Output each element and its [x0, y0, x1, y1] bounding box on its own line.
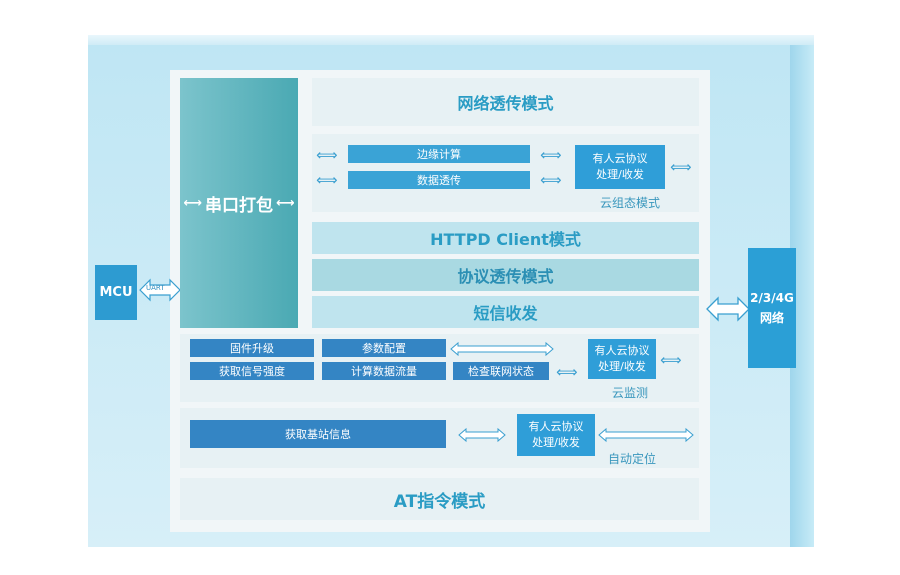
cloud-box-line2: 处理/收发 [598, 360, 646, 373]
check-network-box: 检查联网状态 [453, 362, 549, 380]
double-arrow-icon: ⟺ [540, 171, 562, 189]
network-label-line1: 2/3/4G [750, 291, 794, 305]
cloud-box-line1: 有人云协议 [594, 344, 650, 357]
long-double-arrow-location [598, 427, 694, 443]
double-arrow-station [458, 427, 506, 443]
serial-packing-label: 串口打包 [205, 195, 273, 216]
get-station-box: 获取基站信息 [190, 420, 446, 448]
mcu-label: MCU [99, 285, 133, 300]
auto-location-caption: 自动定位 [608, 452, 657, 466]
network-passthrough-mode: 网络透传模式 [312, 78, 699, 126]
sms-label: 短信收发 [473, 304, 538, 323]
uart-label: UART [146, 284, 165, 292]
network-block: 2/3/4G 网络 [748, 248, 796, 368]
edge-compute-box: 边缘计算 [348, 145, 530, 163]
cloud-monitor-caption: 云监测 [612, 386, 649, 400]
network-passthrough-label: 网络透传模式 [457, 94, 554, 113]
double-arrow-icon: ⟺ [670, 158, 692, 176]
cloud-box-line1: 有人云协议 [592, 152, 648, 165]
cloud-box-line2: 处理/收发 [532, 436, 580, 449]
double-arrow-icon: ⟺ [556, 363, 578, 381]
data-passthrough-label: 数据透传 [417, 174, 461, 187]
cloud-box-line1: 有人云协议 [528, 420, 584, 433]
protocol-passthrough-label: 协议透传模式 [457, 267, 554, 286]
httpd-client-label: HTTPD Client模式 [430, 230, 581, 249]
firmware-upgrade-box: 固件升级 [190, 339, 314, 357]
cloud-protocol-box-monitor: 有人云协议 处理/收发 [588, 339, 656, 379]
calc-traffic-label: 计算数据流量 [351, 365, 417, 378]
sms-mode: 短信收发 [312, 296, 699, 328]
get-signal-label: 获取信号强度 [219, 365, 285, 378]
param-config-box: 参数配置 [322, 339, 446, 357]
at-command-mode: AT指令模式 [180, 478, 699, 520]
protocol-passthrough-mode: 协议透传模式 [312, 259, 699, 291]
edge-compute-label: 边缘计算 [417, 148, 461, 161]
long-double-arrow [450, 341, 554, 357]
mcu-block: MCU [95, 265, 137, 320]
left-right-arrow-icon: ⟷ [183, 195, 202, 211]
double-arrow-icon: ⟺ [316, 146, 338, 164]
serial-packing-block: ⟷ 串口打包 ⟷ [180, 78, 298, 328]
double-arrow-icon: ⟺ [660, 351, 682, 369]
calc-traffic-box: 计算数据流量 [322, 362, 446, 380]
at-command-label: AT指令模式 [393, 491, 486, 512]
cloud-protocol-box-location: 有人云协议 处理/收发 [517, 414, 595, 456]
cloud-box-line2: 处理/收发 [596, 168, 644, 181]
get-signal-box: 获取信号强度 [190, 362, 314, 380]
double-arrow-icon: ⟺ [540, 146, 562, 164]
left-right-arrow-icon: ⟷ [276, 195, 295, 211]
data-passthrough-box: 数据透传 [348, 171, 530, 189]
get-station-label: 获取基站信息 [285, 428, 351, 441]
double-arrow-icon: ⟺ [316, 171, 338, 189]
network-label-line2: 网络 [759, 311, 784, 325]
httpd-client-mode: HTTPD Client模式 [312, 222, 699, 254]
cloud-protocol-box-config: 有人云协议 处理/收发 [575, 145, 665, 189]
firmware-upgrade-label: 固件升级 [230, 342, 274, 355]
network-arrow [706, 296, 750, 322]
check-network-label: 检查联网状态 [468, 365, 534, 378]
param-config-label: 参数配置 [362, 342, 406, 355]
cloud-config-caption: 云组态模式 [600, 196, 661, 210]
